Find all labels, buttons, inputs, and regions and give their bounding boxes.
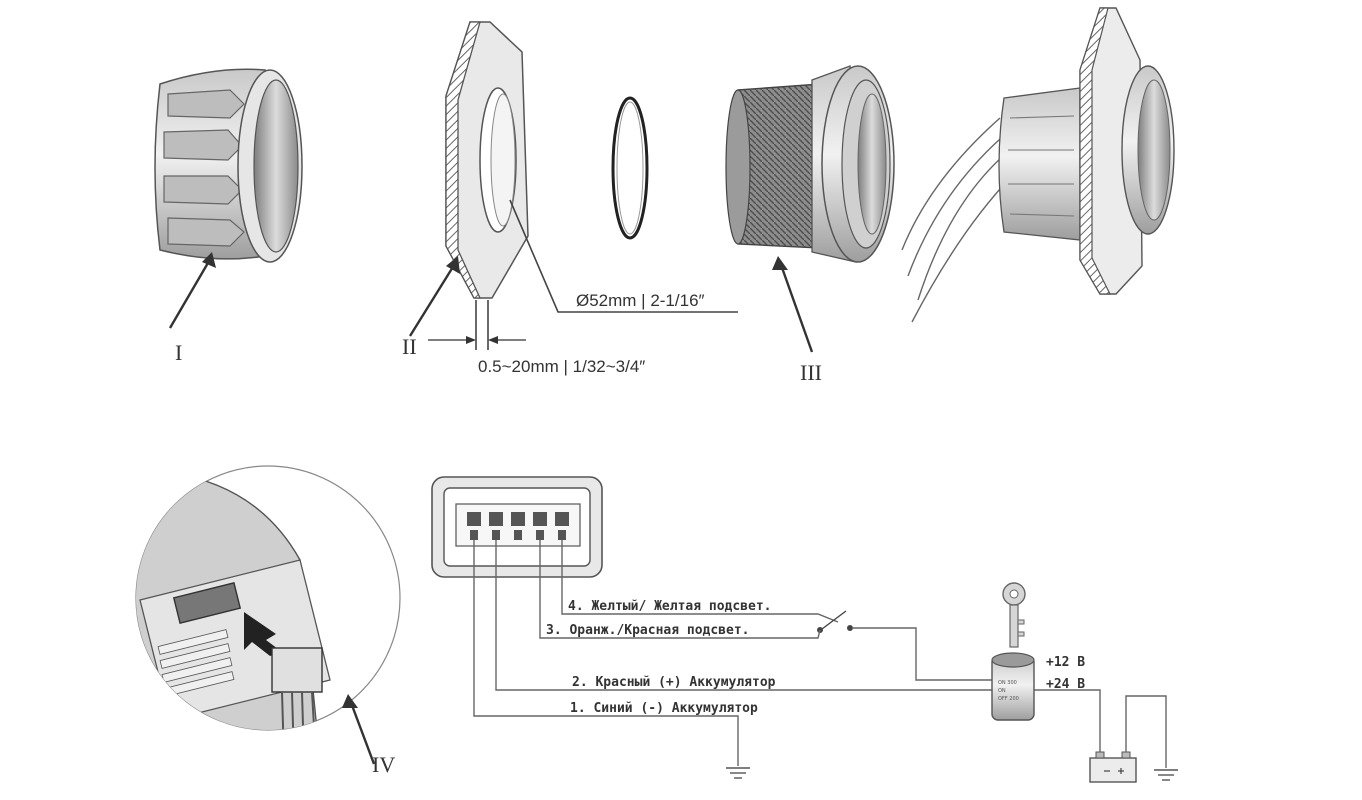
switch-text-3: OFF 200 (998, 696, 1019, 702)
assembled-gauge-view (901, 7, 1175, 323)
wire-4-yellow (561, 540, 839, 623)
ignition-switch: ON 300 ON OFF 200 (991, 652, 1035, 721)
wire-3-orange (539, 540, 821, 639)
wire-4-label: 4. Желтый/ Желтая подсвет. (568, 599, 772, 614)
battery-icon (1089, 751, 1137, 783)
wire-1-blue (473, 540, 739, 766)
label-part-ii: II (402, 334, 417, 359)
ground-symbol-left (726, 767, 750, 779)
label-part-iv: IV (372, 752, 395, 777)
label-part-iii: III (800, 360, 822, 385)
wire-2-label: 2. Красный (+) Аккумулятор (572, 675, 776, 690)
panel-bracket-part-ii: II 0.5~20mm | 1/32~3/4″ Ø52mm | 2-1/16″ (402, 21, 738, 376)
voltage-24v: +24 В (1046, 677, 1085, 692)
wiring-schematic: 4. Желтый/ Желтая подсвет. 3. Оранж./Кра… (431, 476, 1178, 783)
diameter-dimension: Ø52mm | 2-1/16″ (576, 291, 705, 310)
switch-text-2: ON (998, 688, 1006, 694)
wire-3-label: 3. Оранж./Красная подсвет. (546, 623, 750, 638)
o-ring-seal (611, 96, 649, 240)
ignition-key-icon (1002, 582, 1026, 648)
ribbed-nut-part-i: I (154, 68, 303, 365)
connector-zoom-part-iv: IV (135, 465, 401, 777)
threaded-gauge-body-part-iii: III (725, 65, 895, 385)
thickness-dimension: 0.5~20mm | 1/32~3/4″ (478, 357, 645, 376)
voltage-12v: +12 В (1046, 655, 1085, 670)
label-part-i: I (175, 340, 182, 365)
ground-symbol-right (1154, 769, 1178, 781)
wire-1-label: 1. Синий (-) Аккумулятор (570, 701, 758, 716)
switch-text-1: ON 300 (998, 680, 1017, 686)
wire-2-red (495, 540, 994, 691)
